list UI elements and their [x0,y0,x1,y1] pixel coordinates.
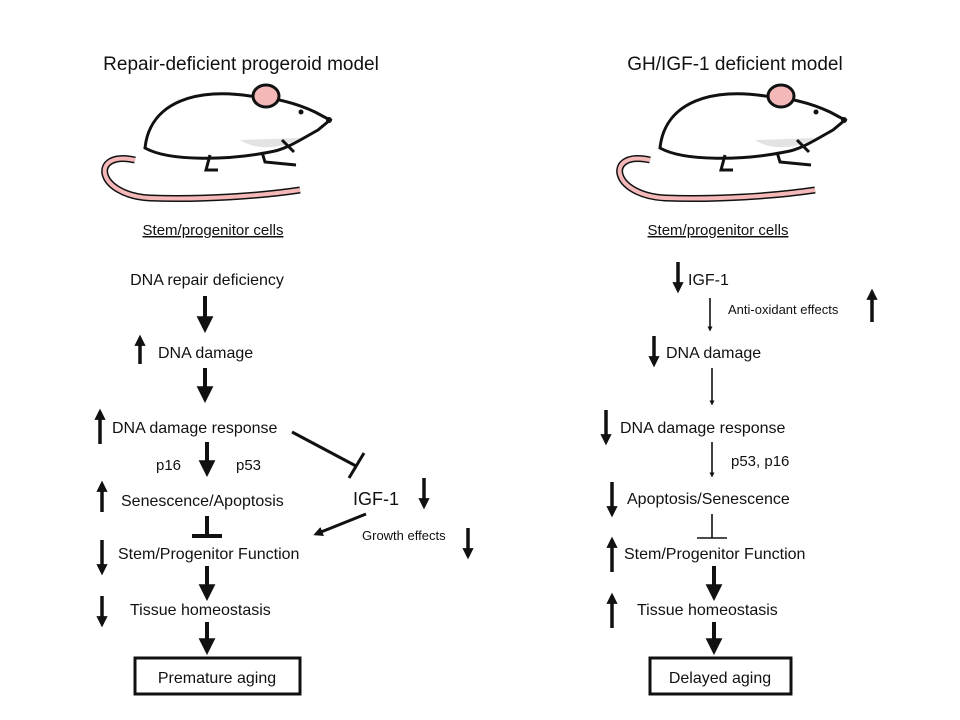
right-step-stem-progenitor-function: Stem/Progenitor Function [624,546,805,563]
right-outcome-delayed-aging: Delayed aging [669,670,771,687]
left-step-dna-damage-response: DNA damage response [112,420,278,437]
right-step-dna-damage-response: DNA damage response [620,420,786,437]
left-step-senescence-apoptosis: Senescence/Apoptosis [121,493,284,510]
right-step-apoptosis-senescence: Apoptosis/Senescence [627,491,790,508]
right-anti-oxidant-effects-label: Anti-oxidant effects [728,302,839,317]
left-inhibition-senescence-to-stem [192,516,222,538]
right-step-dna-damage: DNA damage [666,345,761,362]
left-mediator-p53: p53 [236,457,261,474]
right-mouse-illustration [616,83,848,203]
right-model-title: GH/IGF-1 deficient model [627,54,842,75]
left-inhibition-ddr-to-igf1 [291,430,366,479]
left-growth-effects-label: Growth effects [362,528,446,543]
left-step-dna-repair-deficiency: DNA repair deficiency [130,272,284,289]
left-step-stem-progenitor-function: Stem/Progenitor Function [118,546,299,563]
left-model-title: Repair-deficient progeroid model [103,54,379,75]
left-cells-label: Stem/progenitor cells [143,222,284,239]
left-step-dna-damage: DNA damage [158,345,253,362]
left-outcome-box [133,656,302,696]
left-step-tissue-homeostasis: Tissue homeostasis [130,602,271,619]
right-step-tissue-homeostasis: Tissue homeostasis [637,602,778,619]
left-arrow-igf1-to-stem [313,512,367,536]
right-cells-label: Stem/progenitor cells [648,222,789,239]
right-mediators-p53-p16: p53, p16 [731,453,789,470]
right-step-igf1: IGF-1 [688,272,729,289]
left-igf1-label: IGF-1 [353,489,399,509]
right-outcome-box [648,656,793,696]
right-inhibition-apoptosis-to-stem [697,514,727,539]
left-mediator-p16: p16 [156,457,181,474]
left-outcome-premature-aging: Premature aging [158,670,276,687]
left-mouse-illustration [101,83,333,203]
